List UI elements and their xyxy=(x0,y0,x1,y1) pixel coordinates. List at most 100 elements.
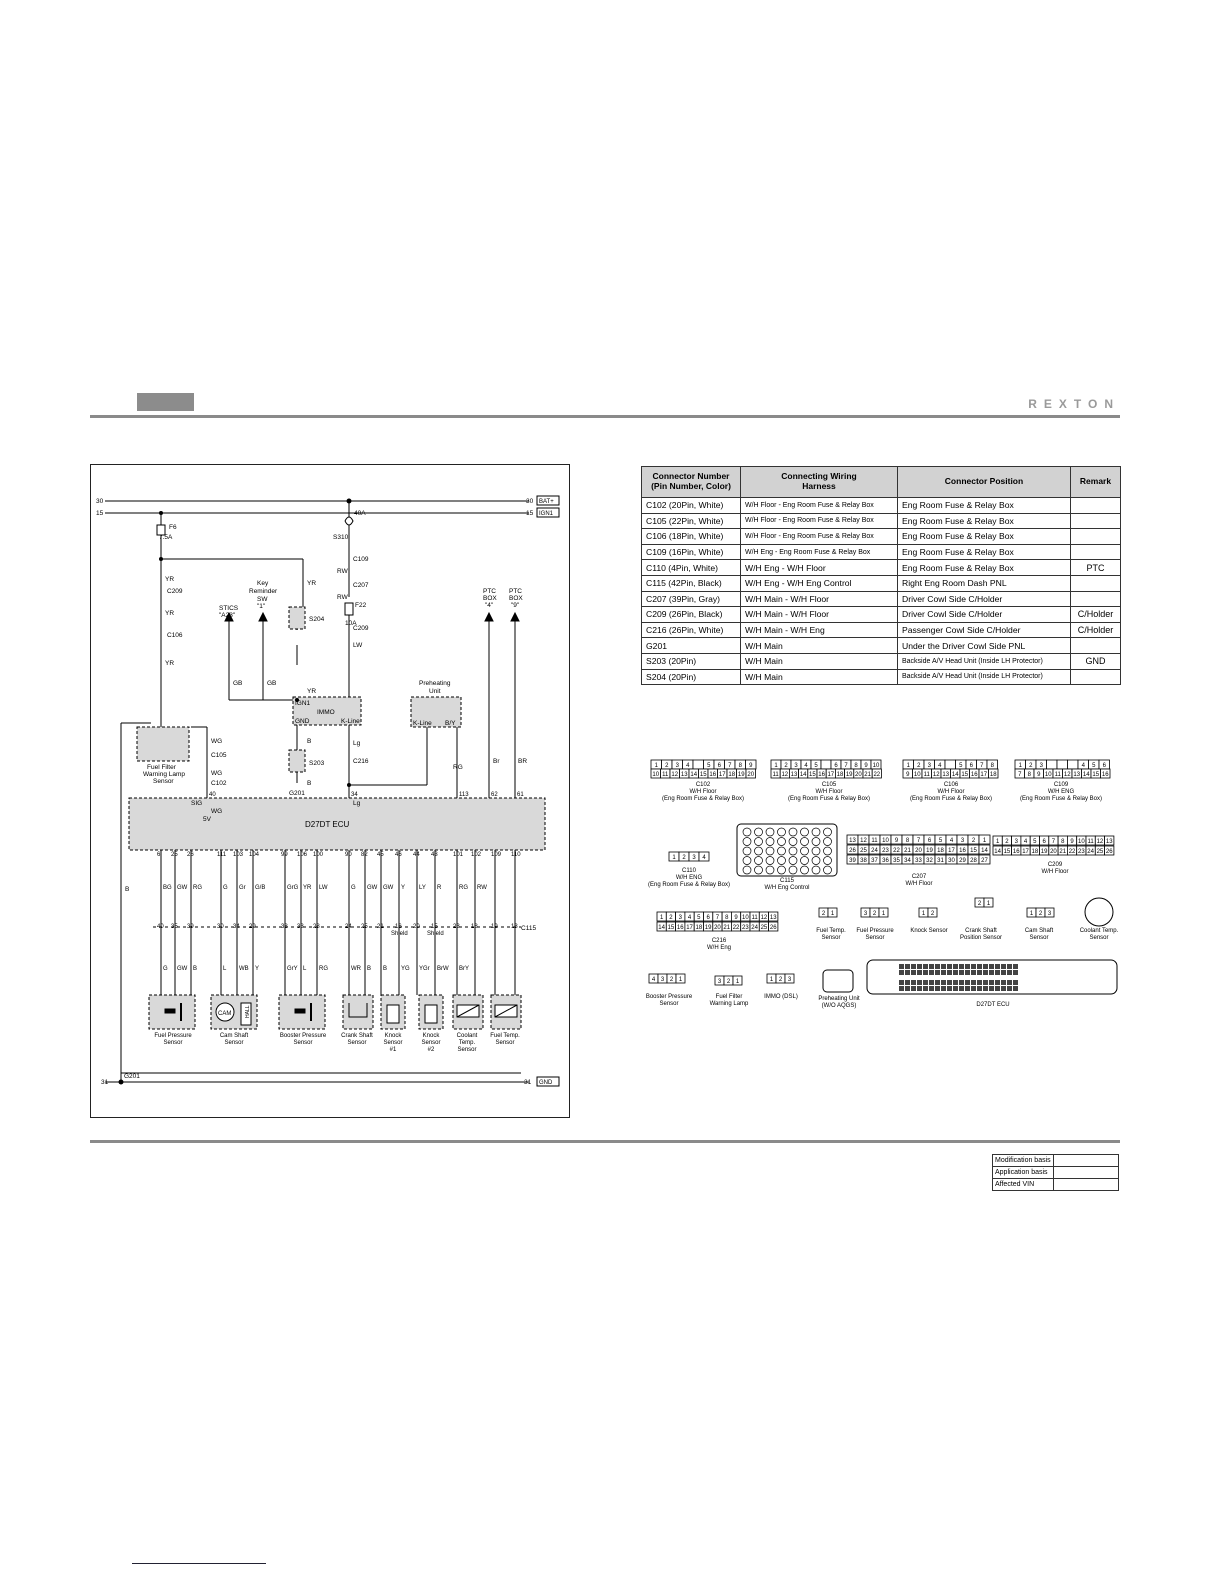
sensor-wire-color: L xyxy=(223,966,227,972)
c102-pin: 13 xyxy=(681,772,688,778)
c115-pin: 39 xyxy=(187,924,194,930)
c115-pin: 24 xyxy=(345,924,352,930)
c109-pin: 6 xyxy=(1103,763,1107,769)
c207-sub: W/H Floor xyxy=(906,881,933,887)
sensor-label: Cam Shaft xyxy=(220,1033,249,1039)
c207-pin: 13 xyxy=(849,838,856,844)
mod-basis-label: Modification basis xyxy=(992,1154,1054,1167)
cell-harness: W/H Main xyxy=(740,637,898,654)
c216-pin: 21 xyxy=(723,925,730,931)
c105-pin: 6 xyxy=(834,763,838,769)
bat-rail-num-right: 30 xyxy=(526,498,534,505)
f6-amp-label: 7.5A xyxy=(159,534,173,541)
cell-remark xyxy=(1070,590,1121,608)
c207-pin: 17 xyxy=(948,848,955,854)
rail-tag-bat_label: BAT+ xyxy=(539,499,554,505)
fuel-filter-lamp-box xyxy=(136,726,190,762)
preheating-unit-box xyxy=(410,696,462,728)
c105-pin: 21 xyxy=(864,772,871,778)
col-remark: Remark xyxy=(1070,466,1121,498)
sensor-wire-color: WR xyxy=(351,966,362,972)
ecu-wire-color: GW xyxy=(367,885,378,891)
cell-remark xyxy=(1070,543,1121,561)
cell-position: Eng Room Fuse & Relay Box xyxy=(897,559,1071,576)
c115-pin: 29 xyxy=(249,924,256,930)
wire-gb-2: GB xyxy=(267,680,276,687)
c106-pin: 16 xyxy=(971,772,978,778)
c102-pin: 5 xyxy=(707,763,711,769)
reminder-label: Reminder xyxy=(249,588,278,595)
c102-pin: 2 xyxy=(665,763,669,769)
c102-pin: 8 xyxy=(739,763,743,769)
ecu-wire-color: RW xyxy=(477,885,487,891)
c106-pin: 5 xyxy=(959,763,963,769)
wire-wg-1: WG xyxy=(211,738,222,745)
fuel-filter-label-2: Warning Lamp xyxy=(143,771,185,778)
preheat-label-2: Unit xyxy=(429,688,441,695)
sensor-label: Sensor xyxy=(347,1040,366,1046)
c209-pin: 14 xyxy=(994,849,1001,855)
ffwl-pin: 2 xyxy=(727,979,731,985)
c207-pin: 18 xyxy=(937,848,944,854)
crank-pin: 1 xyxy=(987,901,991,907)
c106-pin: 9 xyxy=(906,772,910,778)
wire-yr-1: YR xyxy=(165,576,174,583)
c106-sub: W/H Floor xyxy=(938,789,965,795)
cell-connector: C106 (18Pin, White) xyxy=(641,528,741,545)
sensor-label: Coolant xyxy=(457,1033,478,1039)
cell-harness: W/H Eng - Eng Room Fuse & Relay Box xyxy=(740,543,898,561)
c109-pin: 10 xyxy=(1045,772,1052,778)
table-row: C106 (18Pin, White)W/H Floor - Eng Room … xyxy=(641,528,1121,545)
c216-pin: 24 xyxy=(751,925,758,931)
c207-pin: 4 xyxy=(950,838,954,844)
g201-mid-label: G201 xyxy=(289,790,305,797)
ecu-pin-bottom: 109 xyxy=(491,852,502,858)
c105-pin: 1 xyxy=(774,763,778,769)
c207-pin: 25 xyxy=(860,848,867,854)
c109-pin: 13 xyxy=(1073,772,1080,778)
sensor-wire-color: GrY xyxy=(287,966,298,972)
c209-pin: 10 xyxy=(1078,839,1085,845)
ecu-pin-bottom: 25 xyxy=(171,852,178,858)
c109-pin: 8 xyxy=(1028,772,1032,778)
c106-pin: 15 xyxy=(961,772,968,778)
sensor-label: Sensor xyxy=(163,1040,182,1046)
ecu-pin-top: 34 xyxy=(351,792,358,798)
fuel-press-label2: Sensor xyxy=(865,935,884,941)
cam-label: Cam Shaft xyxy=(1025,928,1054,934)
immo-box xyxy=(292,696,362,726)
c216-pin: 12 xyxy=(761,915,768,921)
bottom-link-underline[interactable] xyxy=(132,1563,266,1564)
sensor-label: Sensor xyxy=(457,1047,476,1053)
ecu-box xyxy=(128,797,546,851)
c102-pin: 14 xyxy=(690,772,697,778)
cell-harness: W/H Main xyxy=(740,652,898,670)
rail-tag-ign_label: IGN1 xyxy=(539,511,554,517)
c106-pin: 1 xyxy=(907,763,911,769)
c209-pin: 12 xyxy=(1097,839,1104,845)
c102-name: C102 xyxy=(696,782,711,788)
wire-b-left: B xyxy=(125,886,129,893)
crank-pin: 2 xyxy=(978,901,982,907)
knock-pin: 1 xyxy=(922,911,926,917)
sensor-wire-color: WB xyxy=(239,966,249,972)
immo-pin: 1 xyxy=(770,977,774,983)
ecu-pin-bottom: 111 xyxy=(217,852,227,858)
f6-label: F6 xyxy=(169,524,177,531)
ecu-wire-color: GW xyxy=(177,885,188,891)
ecu-pin-bottom: 110 xyxy=(511,852,521,858)
c115-pin: 38 xyxy=(281,924,288,930)
sensor-wire-color: GW xyxy=(177,966,188,972)
c115-pin: 21 xyxy=(377,924,384,930)
table-row: C102 (20Pin, White)W/H Floor - Eng Room … xyxy=(641,497,1121,514)
cam-label2: Sensor xyxy=(1029,935,1048,941)
c216-pin: 4 xyxy=(688,915,692,921)
c207-pin: 36 xyxy=(882,858,889,864)
gnd-rail-num-right: 31 xyxy=(524,1079,532,1086)
cell-connector: S203 (20Pin) xyxy=(641,652,741,670)
c110-sub: W/H ENG xyxy=(676,875,703,881)
c115-pin: 18 xyxy=(471,924,478,930)
c207-pin: 14 xyxy=(981,848,988,854)
c207-pin: 31 xyxy=(937,858,944,864)
